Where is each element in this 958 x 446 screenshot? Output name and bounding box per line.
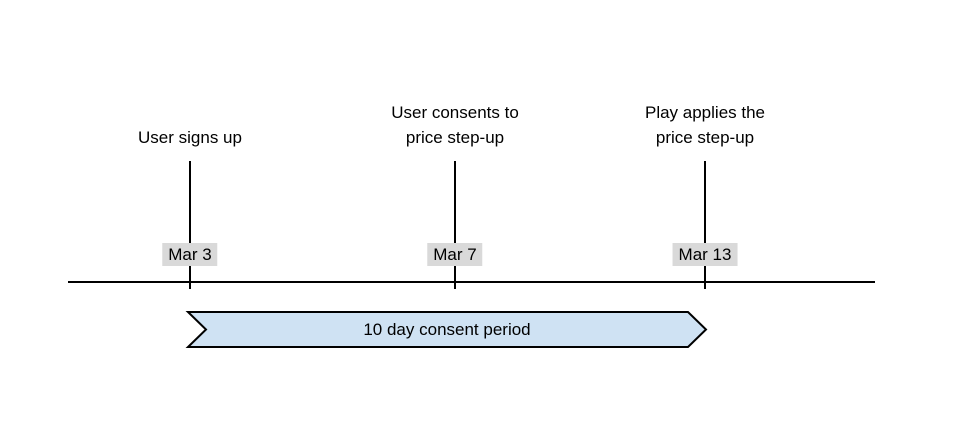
event-label: User consents to price step-up [391,103,519,147]
event-date-label: Mar 13 [672,243,738,266]
banner-arrow-shape [185,311,708,348]
event-date-label: Mar 3 [162,243,218,266]
event-tick-line [189,161,191,289]
banner-label: 10 day consent period [363,319,531,339]
event-tick-line [704,161,706,289]
timeline-axis [68,281,875,283]
event-date-label: Mar 7 [427,243,483,266]
event-label: User signs up [138,128,242,147]
event-tick-line [454,161,456,289]
event-label: Play applies the price step-up [644,103,766,147]
